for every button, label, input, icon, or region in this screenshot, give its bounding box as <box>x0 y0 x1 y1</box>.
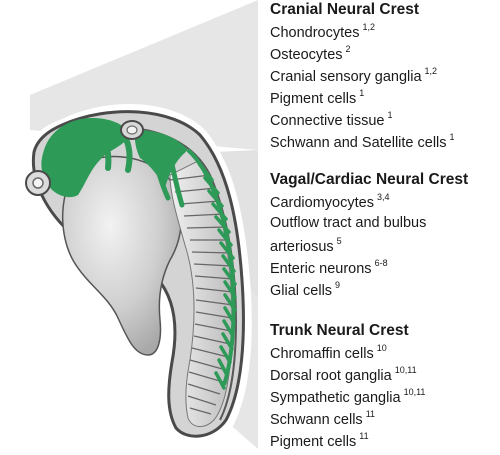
cranial-title: Cranial Neural Crest <box>270 1 420 18</box>
vagal-item: Outflow tract and bulbus <box>270 215 427 231</box>
vagal-group: Vagal/Cardiac Neural Crest Cardiomyocyte… <box>270 172 468 304</box>
trunk-neural-crest-dorsal <box>186 148 236 386</box>
trunk-title: Trunk Neural Crest <box>270 322 409 339</box>
cranial-neural-crest <box>41 118 130 198</box>
eye-lens <box>32 177 44 189</box>
otic-vesicle-inner <box>126 125 138 135</box>
vagal-title: Vagal/Cardiac Neural Crest <box>270 171 469 188</box>
vagal-neural-crest <box>134 130 188 188</box>
vagal-neural-crest-streams <box>147 137 185 208</box>
